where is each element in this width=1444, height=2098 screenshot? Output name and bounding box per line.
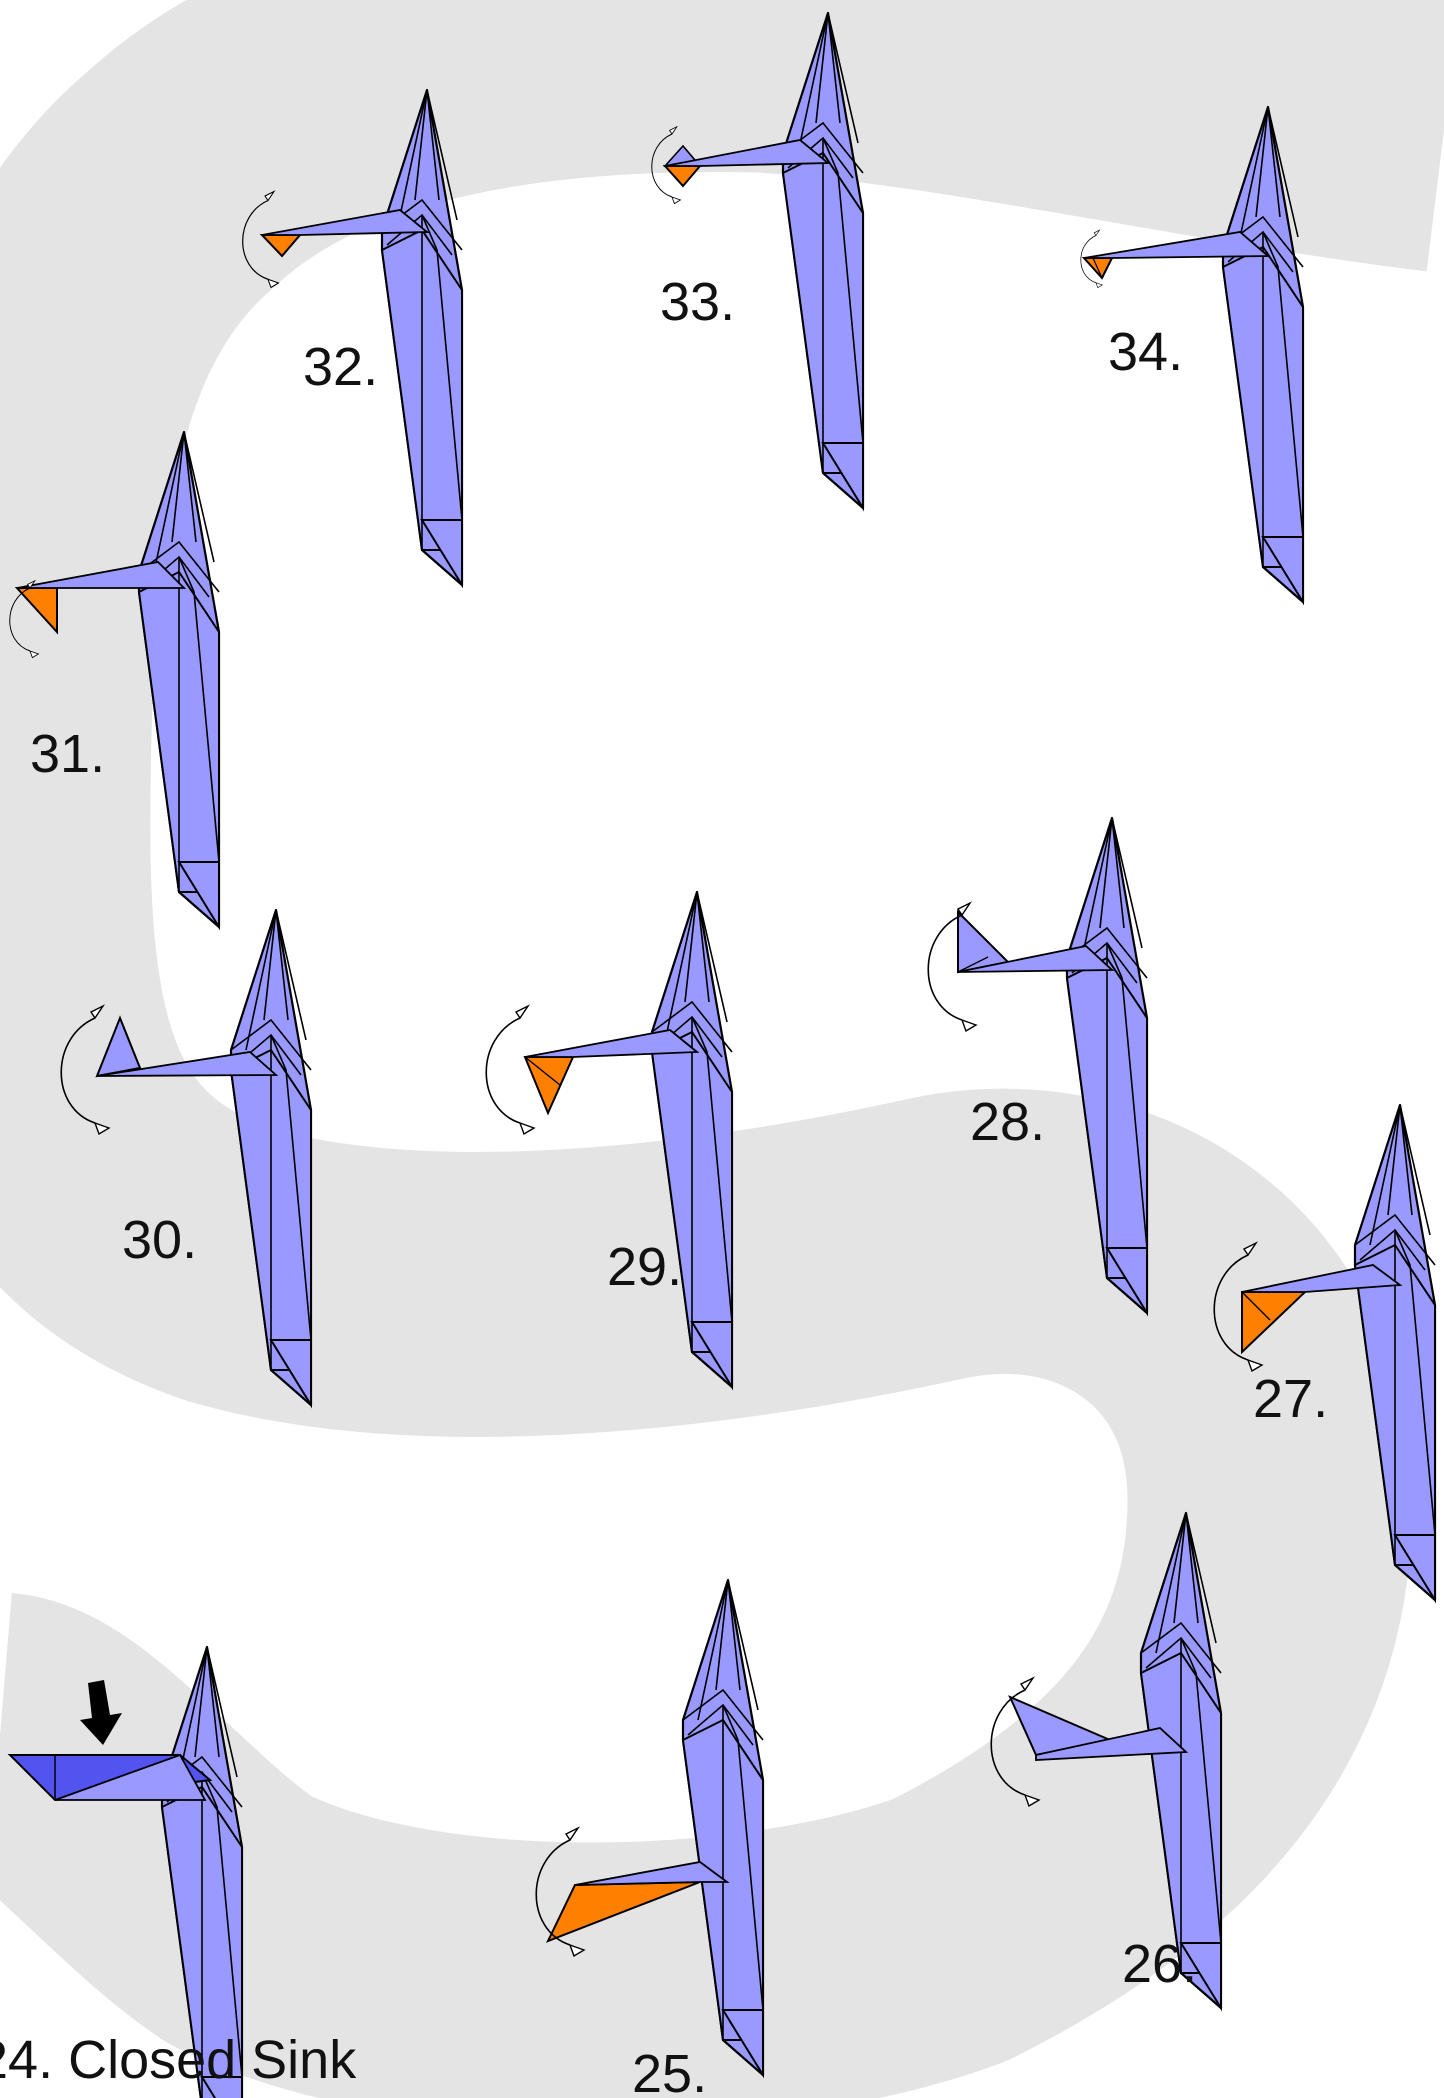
step-31-label: 31. <box>30 724 105 784</box>
step-25-label: 25. <box>632 2044 707 2098</box>
step-29: 29. <box>485 890 734 1389</box>
step-33-flap <box>662 165 703 188</box>
flip-arrow-icon <box>485 1005 535 1135</box>
step-27-label: 27. <box>1253 1369 1328 1429</box>
step-33: 33. <box>651 11 865 510</box>
step-26-label: 26. <box>1122 1934 1197 1994</box>
step-32-label: 32. <box>303 337 378 397</box>
step-25: 25. <box>535 1578 765 2098</box>
step-29-flap <box>523 1056 575 1116</box>
step-31: 31. <box>9 430 221 929</box>
step-34-label: 34. <box>1108 322 1183 382</box>
step-29-label: 29. <box>607 1237 682 1297</box>
step-28: 28. <box>927 816 1149 1315</box>
step-24-label: 24. Closed Sink <box>0 2030 357 2090</box>
step-32: 32. <box>242 88 464 587</box>
step-28-label: 28. <box>970 1092 1045 1152</box>
step-24: 24. Closed Sink <box>0 1645 357 2098</box>
step-30: 30. <box>60 908 313 1407</box>
step-33-label: 33. <box>660 272 735 332</box>
step-30-label: 30. <box>122 1210 197 1270</box>
closed-sink-arrow-icon <box>80 1680 122 1745</box>
step-27: 27. <box>1213 1103 1437 1602</box>
step-26: 26. <box>990 1511 1223 2010</box>
step-34: 34. <box>1080 105 1305 604</box>
